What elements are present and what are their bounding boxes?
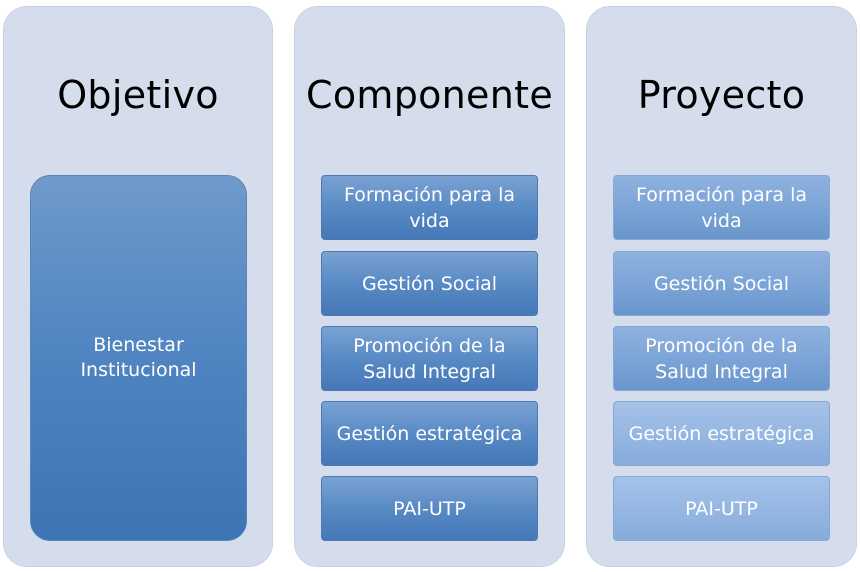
proyecto-item-gestion-estrategica: Gestión estratégica	[613, 401, 830, 466]
column-title-proyecto: Proyecto	[637, 73, 806, 117]
proyecto-item-promocion-salud: Promoción de la Salud Integral	[613, 326, 830, 391]
proyecto-item-label: Promoción de la Salud Integral	[645, 334, 798, 383]
componente-item-label: Gestión Social	[361, 272, 498, 295]
column-objetivo: Objetivo Bienestar Institucional	[3, 6, 273, 567]
componente-item-label: Promoción de la Salud Integral	[353, 334, 506, 383]
proyecto-item-label: PAI-UTP	[685, 497, 758, 520]
column-proyecto: Proyecto Formación para la vida Gestión …	[586, 6, 857, 567]
proyecto-item-label: Gestión estratégica	[628, 422, 815, 445]
column-componente: Componente Formación para la vida Gestió…	[294, 6, 565, 567]
componente-item-label: Formación para la vida	[343, 183, 516, 232]
componente-item-label: PAI-UTP	[393, 497, 466, 520]
box-bienestar-institucional-label: Bienestar Institucional	[80, 334, 197, 381]
proyecto-item-gestion-social: Gestión Social	[613, 251, 830, 316]
proyecto-item-label: Formación para la vida	[635, 183, 808, 232]
proyecto-item-label: Gestión Social	[653, 272, 790, 295]
column-title-componente: Componente	[306, 73, 553, 117]
box-bienestar-institucional: Bienestar Institucional	[30, 175, 247, 541]
componente-item-pai-utp: PAI-UTP	[321, 476, 538, 541]
componente-item-label: Gestión estratégica	[336, 422, 523, 445]
proyecto-item-pai-utp: PAI-UTP	[613, 476, 830, 541]
componente-item-gestion-social: Gestión Social	[321, 251, 538, 316]
componente-item-gestion-estrategica: Gestión estratégica	[321, 401, 538, 466]
proyecto-item-formacion: Formación para la vida	[613, 175, 830, 240]
componente-item-promocion-salud: Promoción de la Salud Integral	[321, 326, 538, 391]
componente-item-formacion: Formación para la vida	[321, 175, 538, 240]
column-title-objetivo: Objetivo	[57, 73, 219, 117]
